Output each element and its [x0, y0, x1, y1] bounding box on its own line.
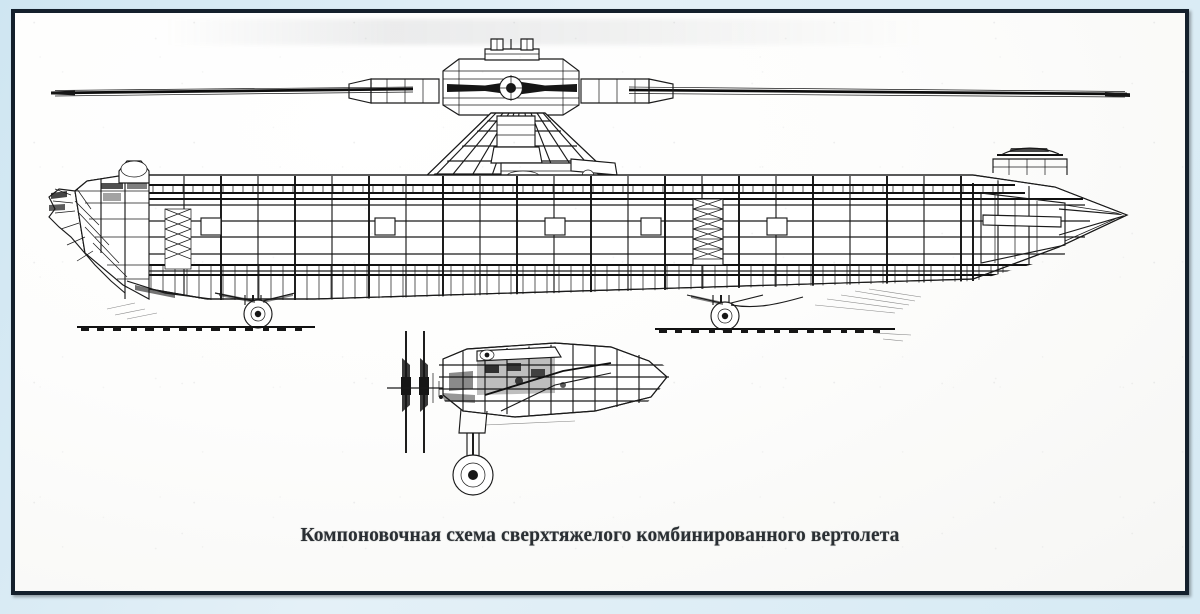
figure-plate: [15, 13, 1185, 591]
figure-frame: .ln { stroke:#1b1b1b; fill:none; stroke-…: [11, 9, 1189, 595]
rotor-hub: [442, 58, 580, 116]
tail-top-structure: [992, 147, 1068, 175]
fuselage-framework: [74, 174, 1129, 300]
forward-landing-gear: [214, 292, 296, 329]
propeller-edge-on: [387, 331, 447, 453]
fuselage-window: [200, 217, 788, 236]
figure-caption: Компоновочная схема сверхтяжелого комбин…: [300, 525, 900, 546]
ground-line-hatching: [77, 288, 922, 333]
faint-scan-marks: [874, 332, 912, 342]
aft-landing-gear: [686, 294, 804, 331]
nose-cockpit-section: [48, 160, 212, 300]
engine-nacelle-detail: [439, 342, 669, 426]
rotor-pylon-truss: [417, 112, 621, 184]
main-rotor-blades: [50, 78, 1130, 104]
detail-landing-wheel: [452, 408, 494, 496]
cargo-door-lattice: [692, 198, 724, 266]
technical-drawing: .ln { stroke:#1b1b1b; fill:none; stroke-…: [48, 38, 1130, 496]
mast-cap: [484, 38, 540, 61]
